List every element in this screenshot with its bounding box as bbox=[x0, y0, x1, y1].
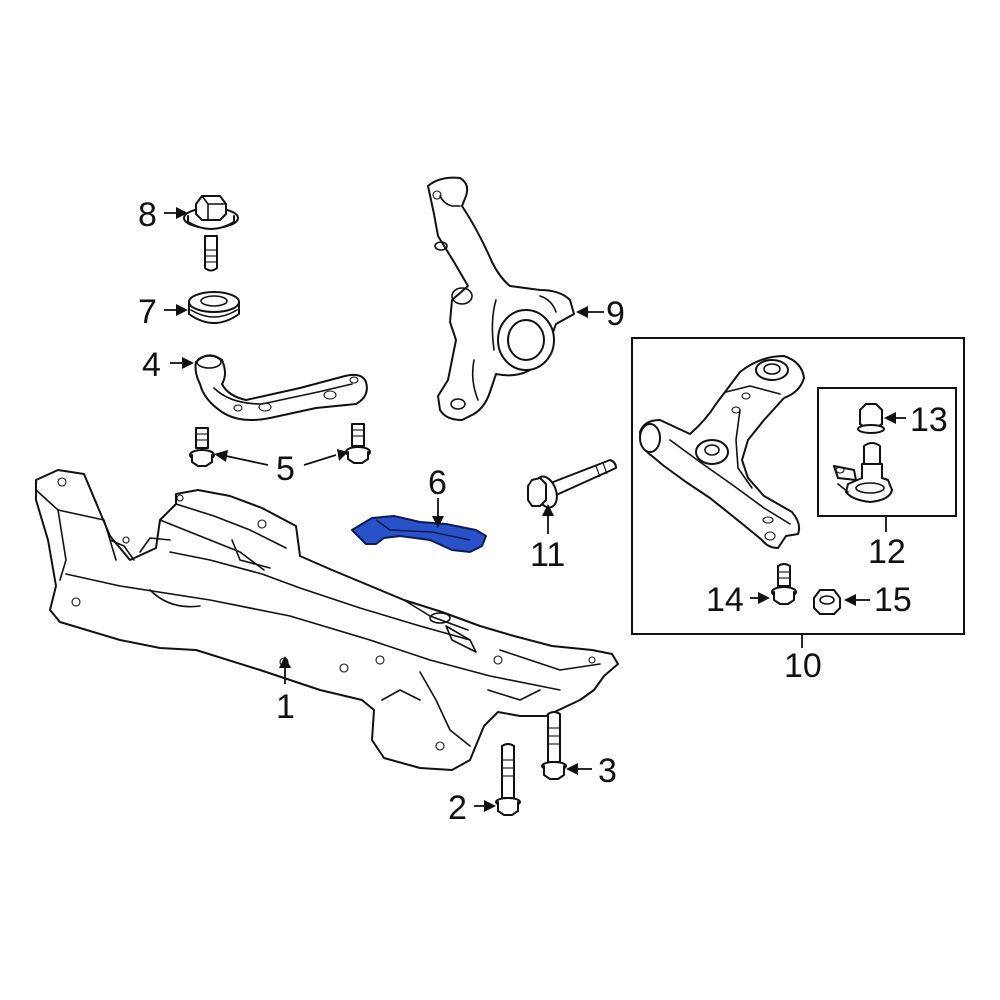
assembly-12-box bbox=[817, 387, 957, 517]
part-7-bushing-icon bbox=[188, 291, 240, 324]
callout-5: 5 bbox=[276, 450, 295, 488]
part-10-lower-control-arm-icon bbox=[639, 355, 805, 549]
callout-2: 2 bbox=[448, 789, 467, 827]
part-5-bolt-icon-right bbox=[345, 423, 371, 464]
part-12-ball-joint-icon bbox=[833, 442, 893, 503]
part-3-bolt-icon bbox=[541, 711, 567, 780]
callout-10: 10 bbox=[784, 647, 822, 685]
callout-labels: 8 7 4 5 6 9 11 1 2 3 10 12 13 14 15 bbox=[138, 196, 948, 827]
part-9-steering-knuckle-icon bbox=[427, 176, 575, 421]
part-6-brace-icon-highlighted bbox=[351, 515, 487, 553]
callout-14: 14 bbox=[706, 581, 744, 619]
part-15-nut-icon bbox=[813, 589, 841, 615]
part-2-bolt-icon bbox=[495, 743, 521, 816]
callout-8: 8 bbox=[138, 196, 157, 234]
callout-6: 6 bbox=[428, 464, 447, 502]
part-4-stabilizer-bracket-icon bbox=[194, 354, 368, 421]
callout-12: 12 bbox=[868, 533, 906, 571]
assembly-10-box bbox=[631, 337, 965, 635]
part-13-nut-icon bbox=[857, 403, 885, 434]
callout-4: 4 bbox=[142, 346, 161, 384]
callout-1: 1 bbox=[276, 688, 295, 726]
callout-7: 7 bbox=[138, 293, 157, 331]
part-8-bolt-icon bbox=[183, 195, 239, 272]
callout-3: 3 bbox=[598, 752, 617, 790]
leader-lines bbox=[164, 207, 906, 812]
part-1-crossmember-icon bbox=[35, 469, 619, 771]
part-14-bolt-icon bbox=[771, 563, 797, 605]
callout-9: 9 bbox=[606, 295, 625, 333]
callout-11: 11 bbox=[530, 536, 565, 574]
part-11-bolt-icon bbox=[527, 459, 617, 509]
part-5-bolt-icon-left bbox=[189, 427, 215, 467]
callout-15: 15 bbox=[874, 581, 912, 619]
callout-13: 13 bbox=[910, 401, 948, 439]
